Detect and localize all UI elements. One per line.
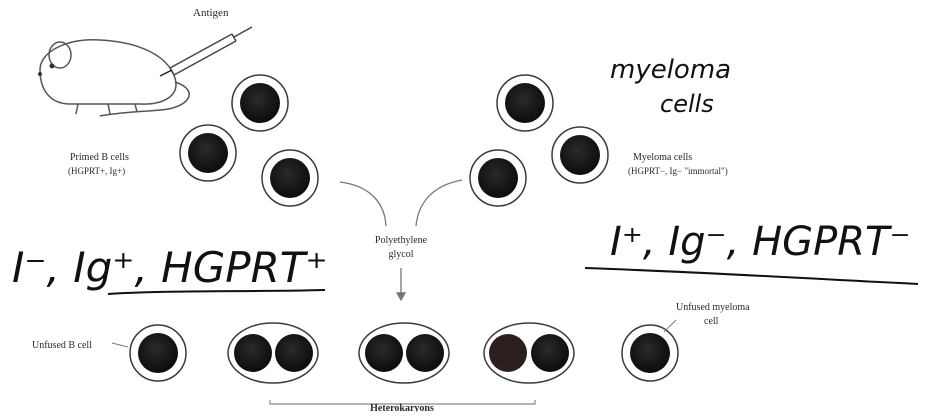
handwritten-cells: cells [660, 90, 714, 118]
handwritten-underline-right [585, 268, 918, 284]
leader-line [664, 320, 676, 332]
unfused-b-cell-label: Unfused B cell [32, 340, 92, 351]
b-cell [262, 150, 318, 206]
unfused-myeloma-cell [622, 325, 678, 381]
b-cell [180, 125, 236, 181]
unfused-myeloma-label-line1: Unfused myeloma [676, 302, 750, 313]
myeloma-cell [497, 75, 553, 131]
unfused-myeloma-label-line2: cell [704, 316, 719, 327]
myeloma-cell [552, 127, 608, 183]
fusion-arrow-left [340, 182, 386, 226]
heterokaryon [484, 323, 574, 383]
myeloma-cell [470, 150, 526, 206]
leader-line [112, 343, 128, 347]
heterokaryon [359, 323, 449, 383]
heterokaryons-label: Heterokaryons [370, 403, 434, 412]
handwritten-right-annotation: I⁺, Ig⁻, HGPRT⁻ [610, 219, 911, 265]
fusion-arrow-right [416, 180, 462, 226]
myeloma-cells-markers: (HGPRT−, Ig− "immortal") [628, 166, 728, 176]
antigen-label: Antigen [193, 7, 229, 19]
heterokaryon [228, 323, 318, 383]
primed-b-cells-markers: (HGPRT+, Ig+) [68, 166, 125, 176]
handwritten-left-annotation: I⁻, Ig⁺, HGPRT⁺ [12, 243, 328, 292]
fusion-agent-line1: Polyethylene [375, 235, 428, 246]
primed-b-cells-label: Primed B cells [70, 152, 129, 163]
syringe-icon [160, 27, 252, 76]
b-cell [232, 75, 288, 131]
handwritten-myeloma: myeloma [610, 55, 731, 85]
myeloma-cells-label: Myeloma cells [633, 152, 692, 163]
mouse-icon [38, 40, 189, 116]
fusion-agent-line2: glycol [389, 249, 414, 260]
unfused-b-cell [130, 325, 186, 381]
